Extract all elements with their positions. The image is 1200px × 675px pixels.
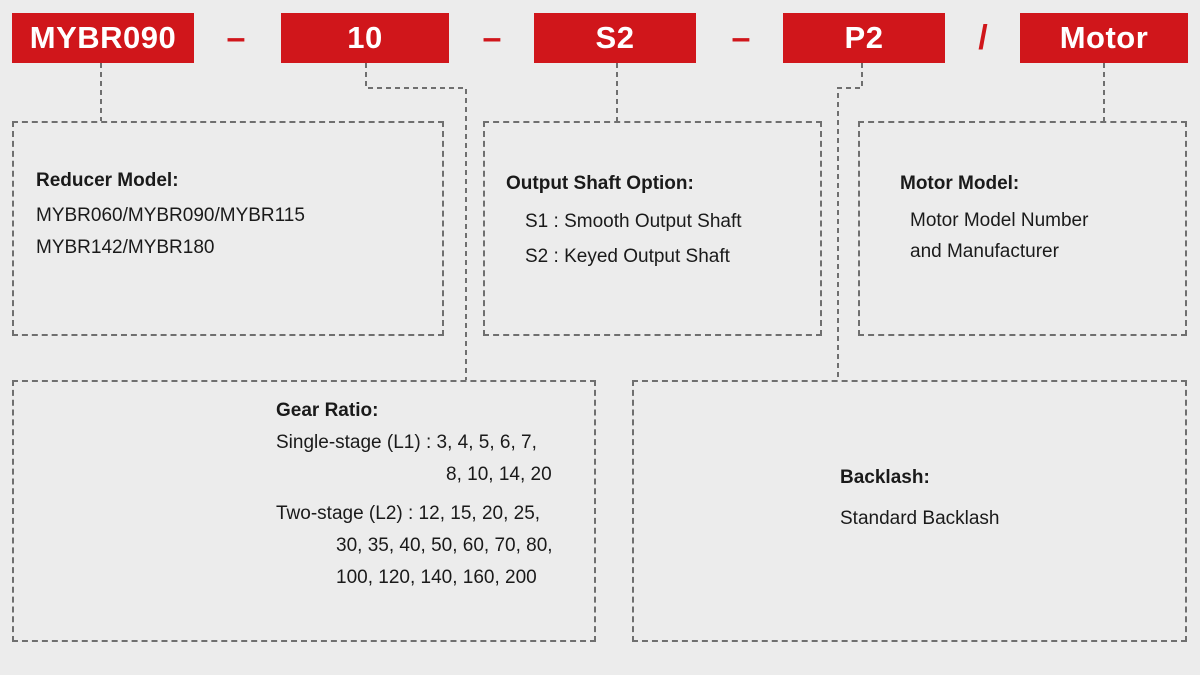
output-shaft-panel: Output Shaft Option: S1 : Smooth Output … <box>483 121 822 336</box>
separator-dash-1: – <box>226 18 246 57</box>
backlash-title: Backlash: <box>840 467 930 488</box>
separator-slash: / <box>978 18 988 57</box>
gear-ratio-panel: Gear Ratio: Single-stage (L1) : 3, 4, 5,… <box>12 380 596 642</box>
reducer-code-box: MYBR090 <box>12 13 194 63</box>
connector-backlash <box>837 63 863 380</box>
backlash-code-box: P2 <box>783 13 945 63</box>
shaft-code-box: S2 <box>534 13 696 63</box>
separator-dash-2: – <box>482 18 502 57</box>
backlash-panel: Backlash: Standard Backlash <box>632 380 1187 642</box>
two-stage-line: Two-stage (L2) : 12, 15, 20, 25, <box>276 503 541 524</box>
motor-code-box: Motor <box>1020 13 1188 63</box>
backlash-line-1: Standard Backlash <box>840 508 1000 529</box>
motor-model-panel: Motor Model: Motor Model Number and Manu… <box>858 121 1187 336</box>
shaft-code: S2 <box>595 20 635 55</box>
motor-model-line-1: Motor Model Number <box>910 210 1089 231</box>
motor-code: Motor <box>1059 20 1149 55</box>
two-stage-continued-1: 30, 35, 40, 50, 60, 70, 80, <box>336 535 553 556</box>
gear-ratio-title: Gear Ratio: <box>276 400 379 421</box>
connector-ratio <box>365 63 467 380</box>
reducer-model-panel: Reducer Model: MYBR060/MYBR090/MYBR115 M… <box>12 121 444 336</box>
output-shaft-title: Output Shaft Option: <box>506 173 694 194</box>
output-shaft-line-2: S2 : Keyed Output Shaft <box>525 246 730 267</box>
backlash-code: P2 <box>844 20 884 55</box>
reducer-model-line-2: MYBR142/MYBR180 <box>36 237 215 258</box>
separator-dash-3: – <box>731 18 751 57</box>
single-stage-line: Single-stage (L1) : 3, 4, 5, 6, 7, <box>276 432 537 453</box>
single-stage-continued: 8, 10, 14, 20 <box>446 464 552 485</box>
motor-model-title: Motor Model: <box>900 173 1020 194</box>
reducer-model-title: Reducer Model: <box>36 170 179 191</box>
motor-model-line-2: and Manufacturer <box>910 241 1059 262</box>
reducer-model-line-1: MYBR060/MYBR090/MYBR115 <box>36 205 305 226</box>
two-stage-continued-2: 100, 120, 140, 160, 200 <box>336 567 537 588</box>
ratio-code: 10 <box>347 20 383 55</box>
ratio-code-box: 10 <box>281 13 449 63</box>
reducer-code: MYBR090 <box>29 20 177 55</box>
output-shaft-line-1: S1 : Smooth Output Shaft <box>525 211 742 232</box>
